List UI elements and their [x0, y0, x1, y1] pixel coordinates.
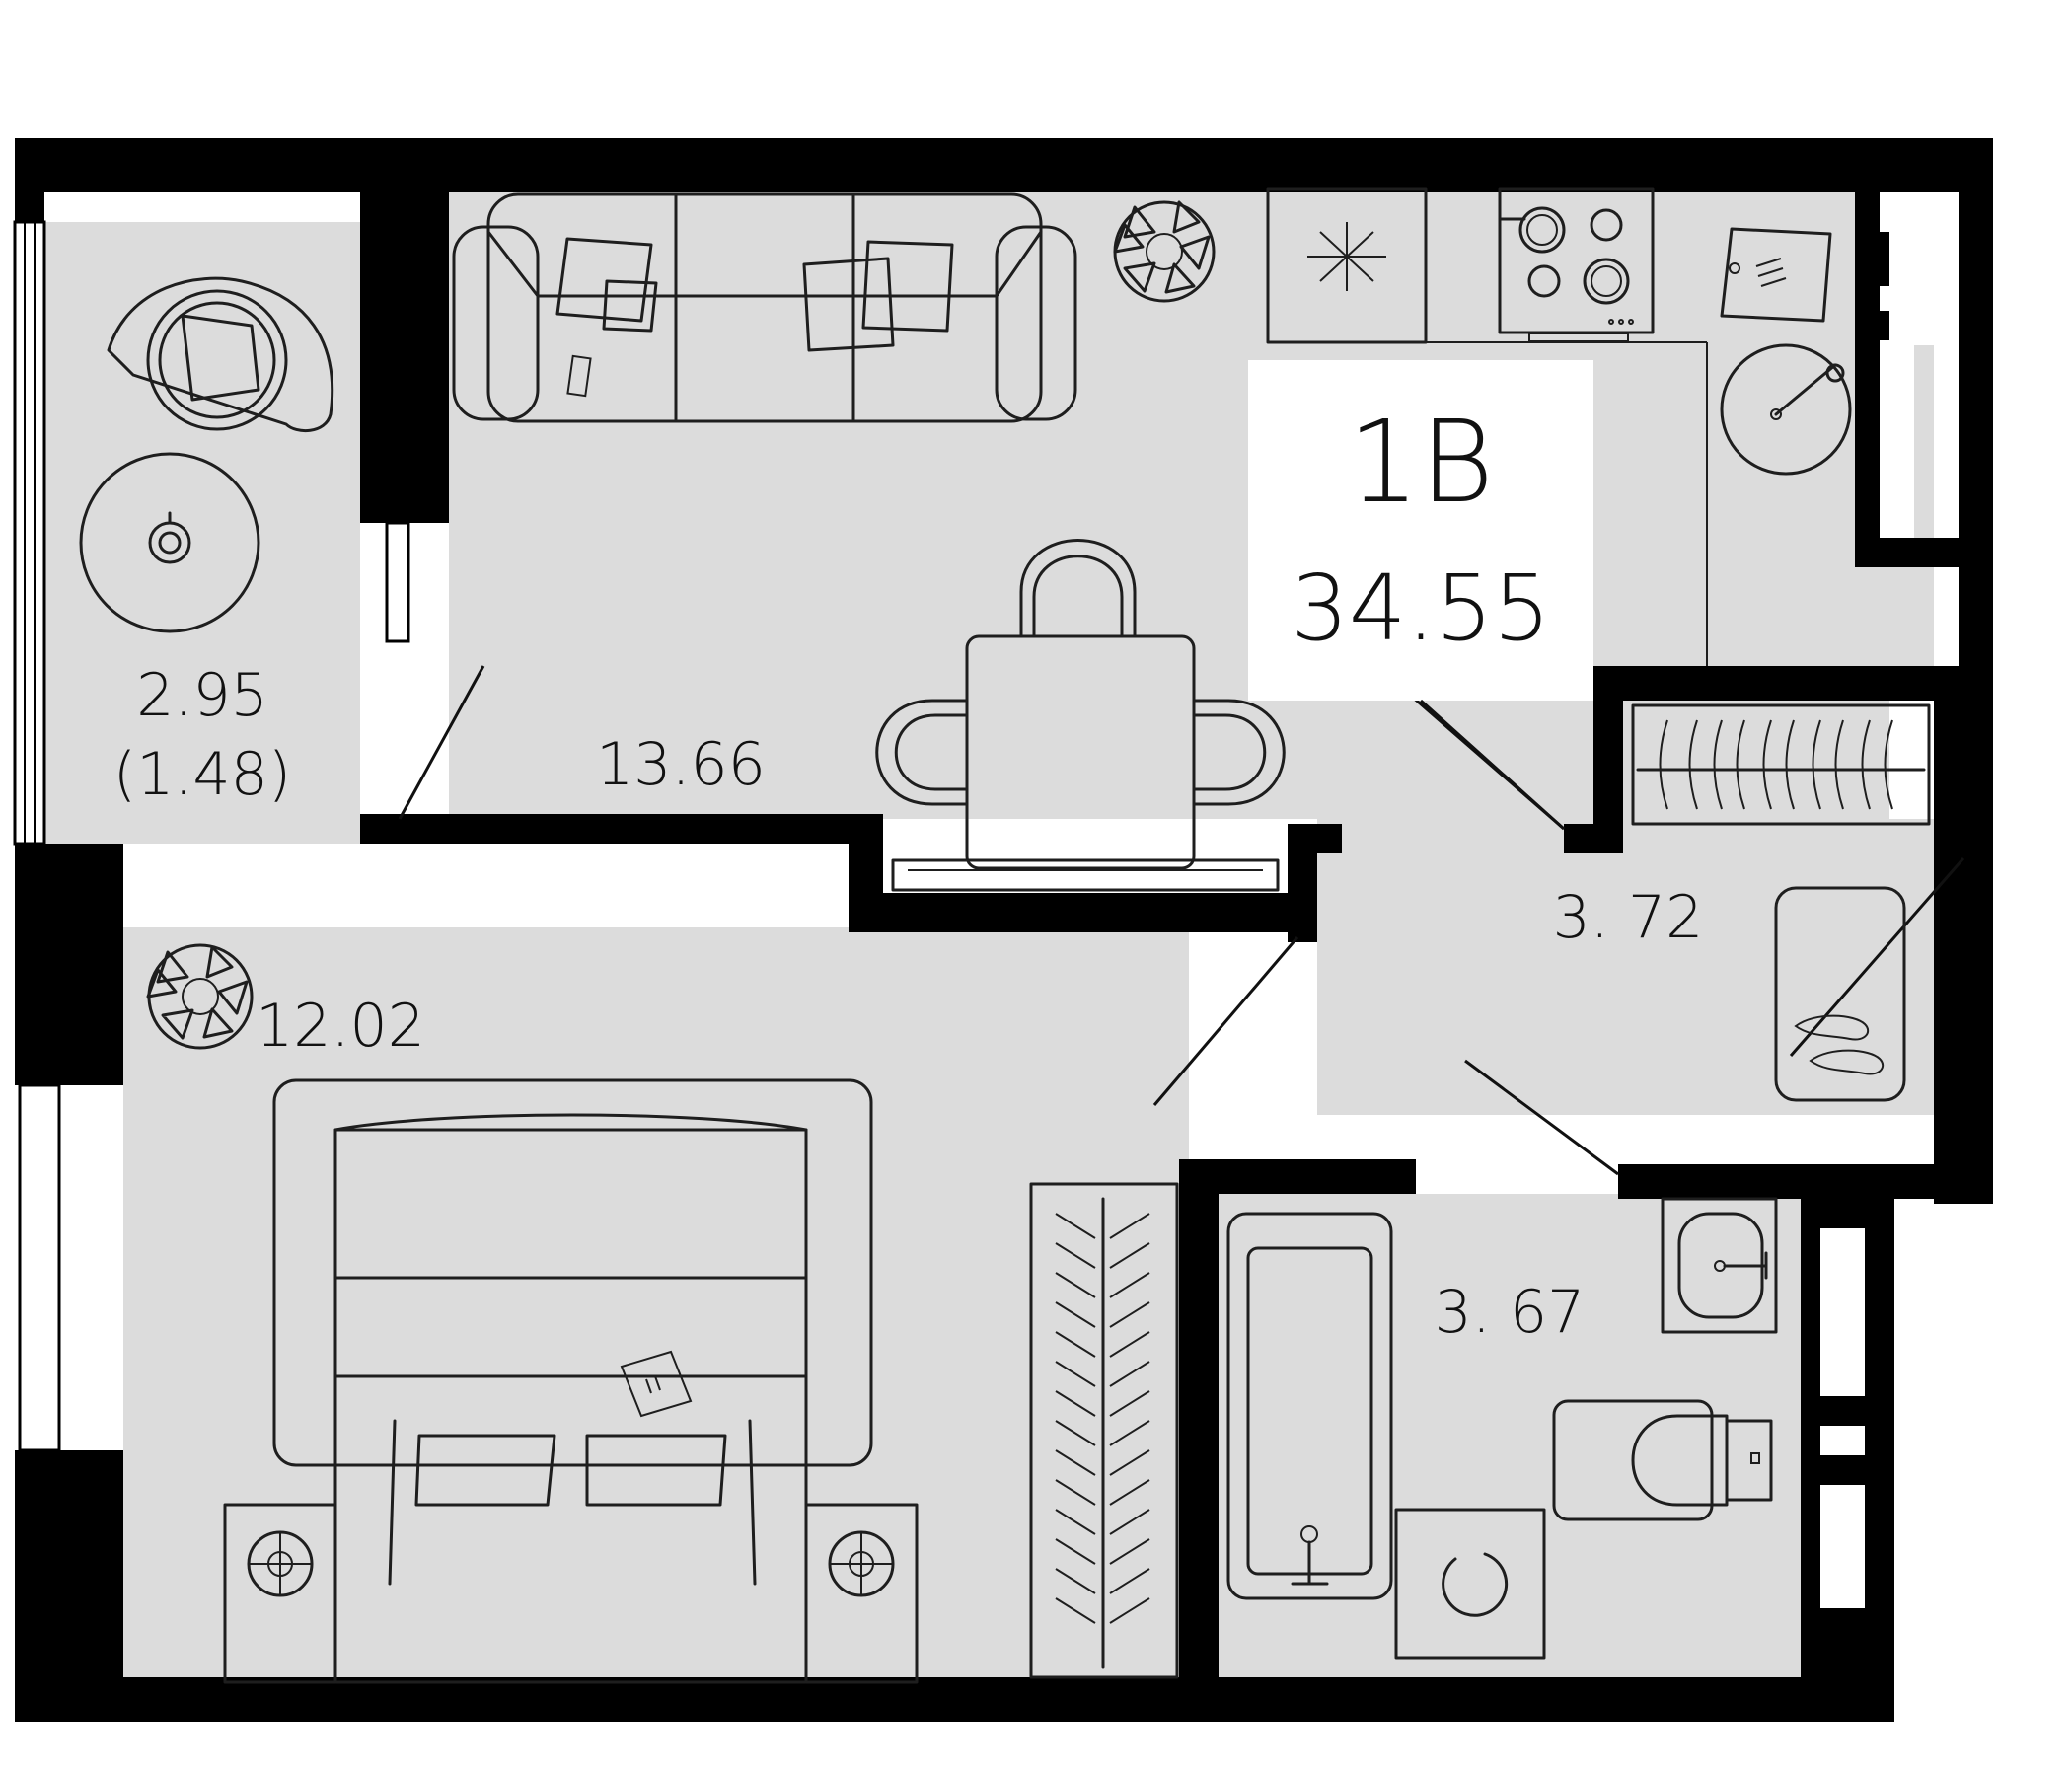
wall-top-left-return: [15, 138, 44, 222]
wardrobe-icon: [1029, 1182, 1179, 1679]
room-area-balcony: 2.95: [136, 661, 268, 730]
wall-mid-left: [15, 844, 123, 1090]
wall-bottom: [15, 1677, 1894, 1722]
room-area-living: 13.66: [596, 730, 766, 799]
wall-mid-stub: [360, 814, 449, 844]
room-area-bathroom: 3. 67: [1435, 1278, 1586, 1347]
cutting-board-icon: [1720, 227, 1832, 323]
side-table-icon: [79, 452, 260, 633]
chair-icon: [1192, 699, 1286, 806]
shoe-mat-icon: [1774, 886, 1906, 1102]
floor-areas: [39, 187, 1954, 1677]
room-area-bedroom: 12.02: [256, 992, 425, 1061]
apartment-code: 1В: [1348, 397, 1494, 529]
nightstand-icon: [223, 1503, 337, 1684]
balcony-floor: [39, 222, 360, 844]
window-icon: [15, 1083, 123, 1452]
total-area: 34.55: [1291, 555, 1550, 661]
toilet-icon: [1552, 1399, 1773, 1521]
room-reduced-area-balcony: (1.48): [113, 740, 291, 809]
sink-icon: [1720, 343, 1852, 476]
plant-icon: [146, 943, 254, 1050]
wall-right-hall: [1934, 666, 1959, 1120]
wall-shelf-box-top: [1593, 666, 1959, 701]
room-area-hall: 3. 72: [1553, 883, 1704, 952]
doors: [385, 521, 1965, 1176]
nightstand-icon: [804, 1503, 919, 1684]
double-bed-icon: [272, 1078, 873, 1684]
window-icon: [1880, 192, 1914, 538]
walls: [15, 138, 1993, 1722]
wall-shelf-box-left: [1593, 666, 1623, 844]
armchair-icon: [107, 276, 334, 433]
fridge-icon: [1266, 187, 1428, 344]
washing-machine-icon: [1394, 1508, 1546, 1660]
door-icon: [385, 521, 485, 820]
wardrobe-icon: [1631, 703, 1931, 826]
wall-right-kitchen-ledge: [1855, 538, 1959, 567]
hall-floor: [1317, 819, 1954, 1115]
counter-edge: [1426, 341, 1708, 666]
wall-hall-bottom: [1618, 1164, 1934, 1199]
wall-hall-stub-top: [1288, 824, 1342, 853]
door-icon: [1152, 936, 1299, 1106]
dining-table-icon: [965, 634, 1196, 870]
bathtub-icon: [1226, 1212, 1393, 1600]
wall-top: [15, 138, 1993, 192]
apartment-label-box: [1248, 360, 1593, 701]
plant-icon: [1113, 200, 1216, 303]
door-icon: [1464, 1059, 1619, 1176]
bathroom-floor: [1219, 1194, 1801, 1677]
sofa-icon: [452, 192, 1077, 423]
door-icon: [1789, 857, 1965, 1057]
wall-mid-table-bottom: [849, 893, 1302, 932]
window-icon: [13, 220, 46, 846]
wall-right-lower-cap: [1934, 1115, 1993, 1204]
bedroom-floor: [123, 927, 1189, 1677]
chair-icon: [1019, 539, 1137, 638]
wall-bath-left: [1179, 1159, 1219, 1707]
washbasin-icon: [1661, 1197, 1778, 1334]
wall-living-left: [439, 187, 449, 523]
wall-shelf-box-bottom: [1564, 824, 1623, 853]
windows: [13, 192, 1914, 1608]
wall-balcony-right: [360, 187, 449, 523]
tv-stand-icon: [891, 858, 1280, 892]
chair-icon: [875, 699, 969, 806]
window-icon: [1820, 1228, 1865, 1608]
wall-left-lower: [15, 1450, 123, 1722]
wall-right-upper: [1959, 138, 1993, 1204]
